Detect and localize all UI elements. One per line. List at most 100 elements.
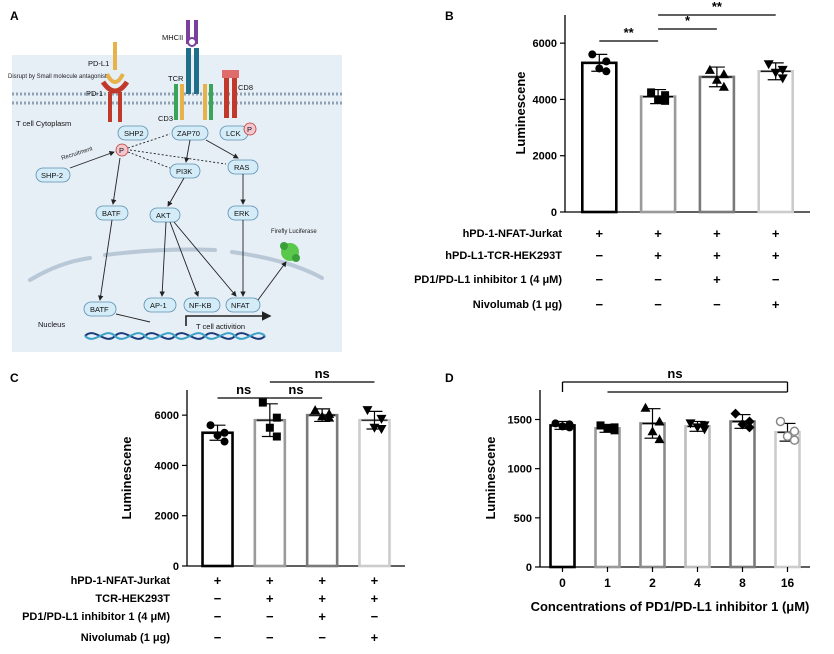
condition-label: Nivolumab (1 μg): [81, 632, 171, 644]
y-tick-label: 0: [551, 207, 557, 219]
nfkb-node: NF-KB: [189, 301, 212, 310]
bar: [639, 95, 677, 214]
panel-a-letter: A: [10, 9, 19, 23]
data-point: [317, 411, 328, 421]
bar: [684, 425, 711, 569]
significance-label: *: [685, 13, 691, 28]
nucleus-label: Nucleus: [38, 320, 65, 329]
condition-sign: +: [713, 226, 721, 241]
data-point: [324, 412, 335, 422]
cd8-label: CD8: [238, 83, 253, 92]
condition-sign: +: [654, 226, 662, 241]
data-point: [588, 50, 597, 59]
data-point: [685, 419, 696, 429]
y-tick-label: 2000: [533, 151, 557, 163]
data-point: [744, 422, 755, 433]
phosphate-label: P: [119, 146, 124, 155]
y-tick-label: 2000: [155, 511, 179, 523]
pdl1-receptor-icon: [105, 42, 125, 84]
x-axis-label: Concentrations of PD1/PD-L1 inhibitor 1 …: [531, 599, 810, 614]
tcr-label: TCR: [168, 74, 184, 83]
condition-sign: −: [596, 248, 604, 263]
condition-sign: −: [318, 630, 326, 645]
x-tick-label: 4: [694, 576, 701, 590]
disrupt-label: Disrupt by Small molecule antagonist: [8, 74, 107, 80]
bar: [774, 430, 801, 569]
condition-sign: −: [654, 272, 662, 287]
condition-label: PD1/PD-L1 inhibitor 1 (4 μM): [414, 274, 562, 286]
shp2-node: SHP2: [124, 129, 144, 138]
shp2-free-node: SHP-2: [41, 171, 63, 180]
condition-sign: +: [318, 573, 326, 588]
data-point: [595, 64, 604, 73]
ras-node: RAS: [234, 163, 249, 172]
condition-sign: +: [371, 630, 379, 645]
data-point: [777, 65, 788, 75]
data-point: [551, 419, 560, 428]
data-point: [699, 425, 710, 435]
condition-sign: −: [596, 272, 604, 287]
data-point: [596, 421, 605, 430]
y-axis-label: Luminescene: [483, 436, 498, 519]
data-point: [213, 431, 222, 440]
data-point: [647, 88, 656, 97]
activation-label: T cell activition: [196, 322, 245, 331]
data-point: [654, 434, 665, 444]
significance-label: ns: [236, 382, 251, 397]
data-point: [711, 74, 722, 84]
phosphate-lck-label: P: [247, 125, 252, 134]
firefly-label: Firefly Luciferase: [271, 229, 317, 235]
y-tick-label: 1500: [508, 415, 532, 427]
data-point: [775, 416, 786, 427]
significance-label: ns: [667, 366, 682, 381]
y-tick-label: 500: [514, 513, 532, 525]
data-point: [661, 96, 670, 105]
condition-sign: −: [713, 297, 721, 312]
y-tick-label: 0: [526, 562, 532, 574]
condition-sign: −: [371, 609, 379, 624]
luciferase-icon: [280, 242, 300, 262]
data-point: [272, 432, 281, 441]
condition-sign: +: [266, 591, 274, 606]
data-point: [610, 426, 619, 435]
y-tick-label: 0: [173, 561, 179, 573]
batf-node: BATF: [102, 209, 121, 218]
cd8-icon: [222, 70, 239, 118]
bar: [549, 424, 576, 569]
bar: [253, 418, 287, 568]
y-axis-label: Luminescene: [119, 436, 134, 519]
lck-node: LCK: [226, 129, 241, 138]
pathway-arrows: [69, 133, 287, 326]
erk-node: ERK: [234, 209, 249, 218]
data-point: [789, 426, 800, 437]
condition-sign: +: [654, 248, 662, 263]
x-tick-label: 2: [649, 576, 656, 590]
condition-sign: +: [772, 226, 780, 241]
pd1-label: PD-1: [86, 89, 103, 98]
condition-sign: +: [266, 573, 274, 588]
condition-sign: −: [266, 609, 274, 624]
significance-label: ns: [288, 382, 303, 397]
significance-label: **: [624, 25, 635, 40]
y-tick-label: 1000: [508, 464, 532, 476]
panel-c-letter: C: [10, 371, 19, 385]
condition-label: PD1/PD-L1 inhibitor 1 (4 μM): [22, 611, 170, 623]
condition-sign: +: [371, 573, 379, 588]
condition-sign: −: [266, 630, 274, 645]
bar: [757, 69, 795, 214]
akt-node: AKT: [156, 211, 171, 220]
data-point: [647, 426, 658, 436]
condition-sign: −: [214, 630, 222, 645]
y-tick-label: 6000: [155, 410, 179, 422]
y-tick-label: 4000: [155, 460, 179, 472]
y-tick-label: 6000: [533, 38, 557, 50]
data-point: [310, 405, 321, 415]
data-point: [718, 69, 729, 79]
data-point: [220, 428, 229, 437]
panel-a: A PD-L1 Disrupt by Small molecule antago…: [8, 9, 342, 352]
x-tick-label: 1: [604, 576, 611, 590]
y-axis-label: Luminescene: [513, 71, 528, 154]
condition-sign: −: [214, 609, 222, 624]
